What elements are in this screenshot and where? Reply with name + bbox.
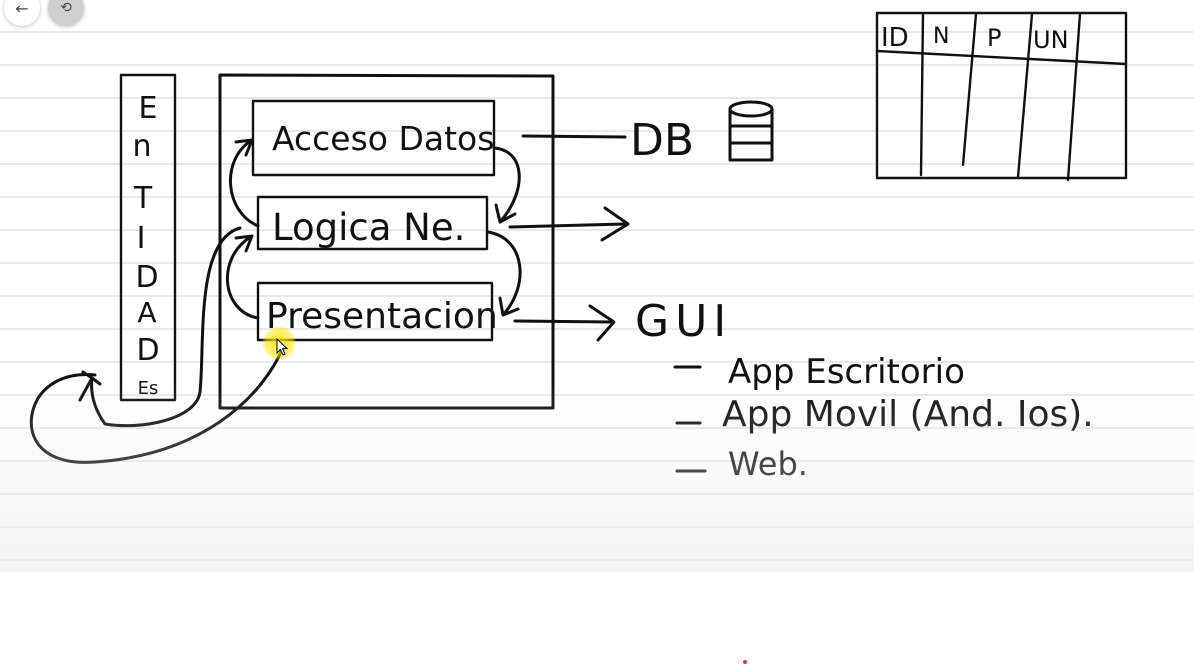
entidades-letter: T	[133, 181, 153, 216]
gui-item: App Movil (And. Ios).	[722, 394, 1094, 435]
entidades-letter: D	[135, 260, 158, 295]
table-header: P	[987, 24, 1001, 52]
table-header: UN	[1033, 26, 1069, 54]
logica-negocio-box: Logica Ne.	[256, 195, 489, 251]
layers-outer-box	[218, 73, 555, 410]
database-icon	[728, 100, 774, 162]
presentacion-box: Presentacion	[256, 281, 498, 342]
arrow-logica-to-acceso-left	[229, 138, 260, 228]
back-arrow-icon: ←	[15, 0, 29, 18]
entidades-letter: A	[137, 296, 156, 329]
entidades-letter: Es	[138, 378, 159, 399]
gui-label: GUI	[635, 296, 732, 347]
lasso-tool-icon: ⟲	[60, 0, 72, 16]
presentacion-label: Presentacion	[266, 296, 498, 337]
entidades-letter: E	[139, 91, 158, 126]
table-sketch: ID N P UN	[875, 11, 1128, 182]
arrow-acceso-to-logica	[492, 146, 521, 224]
logica-negocio-label: Logica Ne.	[272, 206, 465, 249]
entidades-box	[119, 73, 177, 402]
link-presentacion-entidades	[29, 346, 285, 464]
arrow-to-gui	[513, 304, 616, 342]
status-dot	[743, 660, 747, 664]
whiteboard-canvas[interactable]: E n T I D A D Es Acceso Datos Logica Ne.…	[0, 0, 1194, 572]
table-header: ID	[881, 23, 909, 53]
table-header: N	[933, 24, 949, 49]
line-to-db	[521, 134, 627, 139]
arrow-presentacion-to-logica-left	[226, 234, 260, 320]
gui-list: App Escritorio App Movil (And. Ios). Web…	[673, 352, 1094, 483]
whiteboard-drawing: E n T I D A D Es Acceso Datos Logica Ne.…	[29, 11, 1128, 483]
mouse-cursor-icon	[276, 338, 288, 356]
acceso-datos-box: Acceso Datos	[251, 99, 496, 177]
arrow-into-entidades	[78, 370, 102, 402]
gui-item: Web.	[728, 445, 808, 483]
arrow-logica-to-presentacion	[486, 230, 522, 317]
db-label: DB	[630, 115, 694, 166]
link-entidades-logica	[90, 226, 242, 428]
acceso-datos-label: Acceso Datos	[272, 119, 494, 158]
entidades-letter: n	[132, 129, 151, 164]
gui-item: App Escritorio	[728, 352, 965, 392]
arrow-logica-out	[508, 206, 630, 242]
entidades-letter: I	[137, 221, 146, 256]
entidades-letters: E n T I D A D Es	[132, 91, 159, 399]
entidades-letter: D	[136, 333, 159, 368]
back-button[interactable]: ←	[4, 0, 40, 26]
